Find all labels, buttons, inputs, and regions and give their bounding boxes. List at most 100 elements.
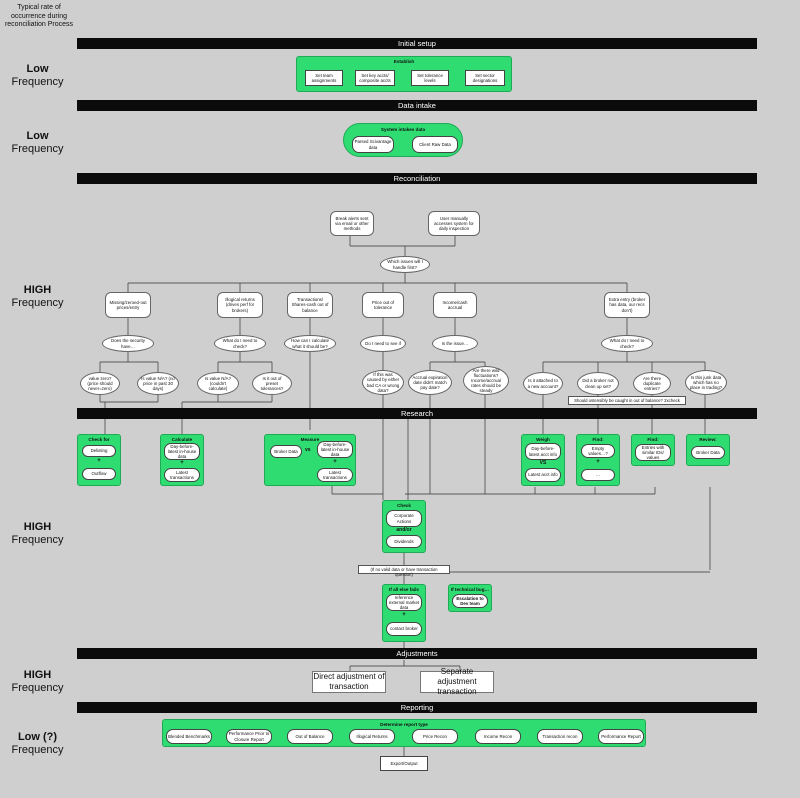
vs-label: vs (305, 447, 311, 453)
direct-adjustment: Direct adjustment of transaction (312, 671, 386, 693)
leaf-junk-data: Is this junk data which has no place in … (685, 370, 727, 395)
research-review: Review: Broker Data (686, 434, 730, 466)
research-technical-bug: If technical bug… Escalation to Dev team (448, 584, 492, 612)
issue-income-accrual: Income/cash accrual (433, 292, 477, 318)
establish-group: Establish Set team assignments Set key a… (296, 56, 512, 92)
research-measure: Measure Broker Data vs Day-before-latest… (264, 434, 356, 486)
report-income-recon: Income Recon (475, 729, 521, 744)
weigh-latest: Latest acct info (525, 468, 561, 482)
note-double-check: Should ostensibly be caught in out of ba… (568, 396, 686, 405)
check-corporate-actions: Corporate Actions (386, 510, 422, 527)
check-for-delisting: Delisting (82, 445, 116, 457)
issue-extra-entry: Extra entry (broker has data, our recs d… (604, 292, 650, 318)
find-empty-values: Empty values…? (581, 444, 615, 458)
leaf-new-account: Is it attached to a new account? (523, 372, 563, 395)
report-type-title: Determine report type (380, 722, 428, 727)
and-or-label: and/or (396, 527, 412, 533)
plus-sign: + (97, 458, 101, 464)
section-data-intake: Data intake (77, 100, 757, 111)
report-performance: Performance Report (598, 729, 644, 744)
intake-group: System intakes data Parsed Scivantage da… (343, 123, 463, 157)
issue-illogical-returns: Illogical returns (drives perf for broke… (217, 292, 263, 318)
report-out-of-balance: Out of Balance (287, 729, 333, 744)
plus-sign: + (180, 460, 184, 466)
section-initial-setup: Initial setup (77, 38, 757, 49)
section-research: Research (77, 408, 757, 419)
issue-price-tolerance: Price out of tolerance (362, 292, 404, 318)
escalation-dev-team: Escalation to Dev team (452, 594, 488, 608)
issue-out-of-balance: Transactions/ Shares-cash out of balance (287, 292, 333, 318)
establish-title: Establish (393, 59, 415, 64)
report-prior-closure: Performance Prior to Closure Report (226, 729, 272, 744)
break-alert-node: Break alerts sent via email or other met… (330, 211, 374, 236)
intake-title: System intakes data (380, 127, 426, 132)
leaf-value-na-calc: Is value N/A? (couldn't calculate) (197, 372, 239, 395)
leaf-value-na-price: Is value N/A? (no price in past 30 days) (137, 372, 179, 395)
frequency-label-report: Low (?)Frequency (11, 731, 64, 756)
research-check: Check Corporate Actions and/or Dividends (382, 500, 426, 553)
establish-item-team: Set team assignments (305, 70, 343, 86)
question-how-calculate: How can I calculate what it should be? (284, 335, 336, 352)
all-else-title: If all else fails (389, 587, 419, 592)
find-title: Find: (647, 437, 659, 442)
report-type-group: Determine report type Blended Benchmarks… (162, 719, 646, 747)
measure-broker-data: Broker Data (270, 445, 302, 458)
check-for-title: Check for (88, 437, 110, 442)
report-price-recon: Price Recon (412, 729, 458, 744)
section-reconciliation: Reconciliation (77, 173, 757, 184)
research-check-for: Check for Delisting + Outflow (77, 434, 121, 486)
calculate-title: Calculate (171, 437, 193, 442)
measure-latest-transactions: Latest transactions (317, 468, 353, 482)
leaf-value-zero: value zero? (price should never=zero) (80, 372, 120, 395)
question-is-the-issue: Is the issue… (432, 335, 478, 352)
research-find-empty: Find: Empty values…? + … (576, 434, 620, 486)
research-find-similar: Find: Entries with similar IDs/ values (631, 434, 675, 466)
separate-adjustment: Separate adjustment transaction (420, 667, 494, 696)
section-reporting: Reporting (77, 702, 757, 713)
review-broker-data: Broker Data (691, 446, 725, 459)
issue-missing-prices: Missing/zeroed-out prices/entry (105, 292, 151, 318)
plus-sign: + (596, 459, 600, 465)
find-similar-ids: Entries with similar IDs/ values (635, 444, 671, 461)
contact-broker: contact broker (386, 622, 422, 636)
calculate-day-before: Day-before-latest in-house data (164, 443, 200, 460)
leaf-bad-ca: If this was caused by either bad CA or w… (362, 370, 404, 395)
review-title: Review: (699, 437, 717, 442)
report-transaction-recon: Transaction recon (537, 729, 583, 744)
check-dividends: Dividends (386, 535, 422, 548)
leaf-accrual-date: Accrual expiration date didn't match pay… (408, 370, 452, 395)
weigh-day-before: Day-before-latest acct info (525, 443, 561, 460)
reference-market-data: reference external market data (386, 594, 422, 611)
question-returns-check: What do I need to check? (214, 335, 266, 352)
measure-title: Measure (300, 437, 320, 442)
find-title: Find: (592, 437, 604, 442)
research-calculate: Calculate Day-before-latest in-house dat… (160, 434, 204, 486)
export-output: Export/Output (380, 756, 428, 771)
leaf-broker-cleanup: Did a broker not clean up set? (577, 372, 619, 395)
note-no-valid-data: (If no valid data or have transaction qu… (358, 565, 450, 577)
check-title: Check (397, 503, 411, 508)
tech-bug-title: If technical bug… (450, 587, 490, 592)
leaf-out-of-tolerance: Is it out of preset tolerances? (252, 372, 292, 395)
find-ellipsis: … (581, 469, 615, 481)
weigh-title: Weigh (536, 437, 550, 442)
establish-item-tolerance: Set tolerance levels (411, 70, 449, 86)
establish-item-sector: Set sector designations (465, 70, 505, 86)
plus-sign: + (333, 459, 337, 465)
section-adjustments: Adjustments (77, 648, 757, 659)
vs-label: VS (539, 460, 547, 466)
research-weigh: Weigh Day-before-latest acct info VS Lat… (521, 434, 565, 486)
establish-item-key-accts: Set key accts/ composite accts (355, 70, 395, 86)
leaf-wild-fluctuations: Are there wild fluctuations? Income/accr… (463, 366, 509, 395)
question-need-to-see: Do I need to see if (360, 335, 406, 352)
check-for-outflow: Outflow (82, 468, 116, 480)
rate-header: Typical rate of occurrence during reconc… (4, 4, 74, 28)
measure-day-before: Day-before-latest in-house data (317, 441, 353, 458)
research-all-else-fails: If all else fails reference external mar… (382, 584, 426, 642)
manual-inspection-node: User manually accesses system for daily … (428, 211, 480, 236)
